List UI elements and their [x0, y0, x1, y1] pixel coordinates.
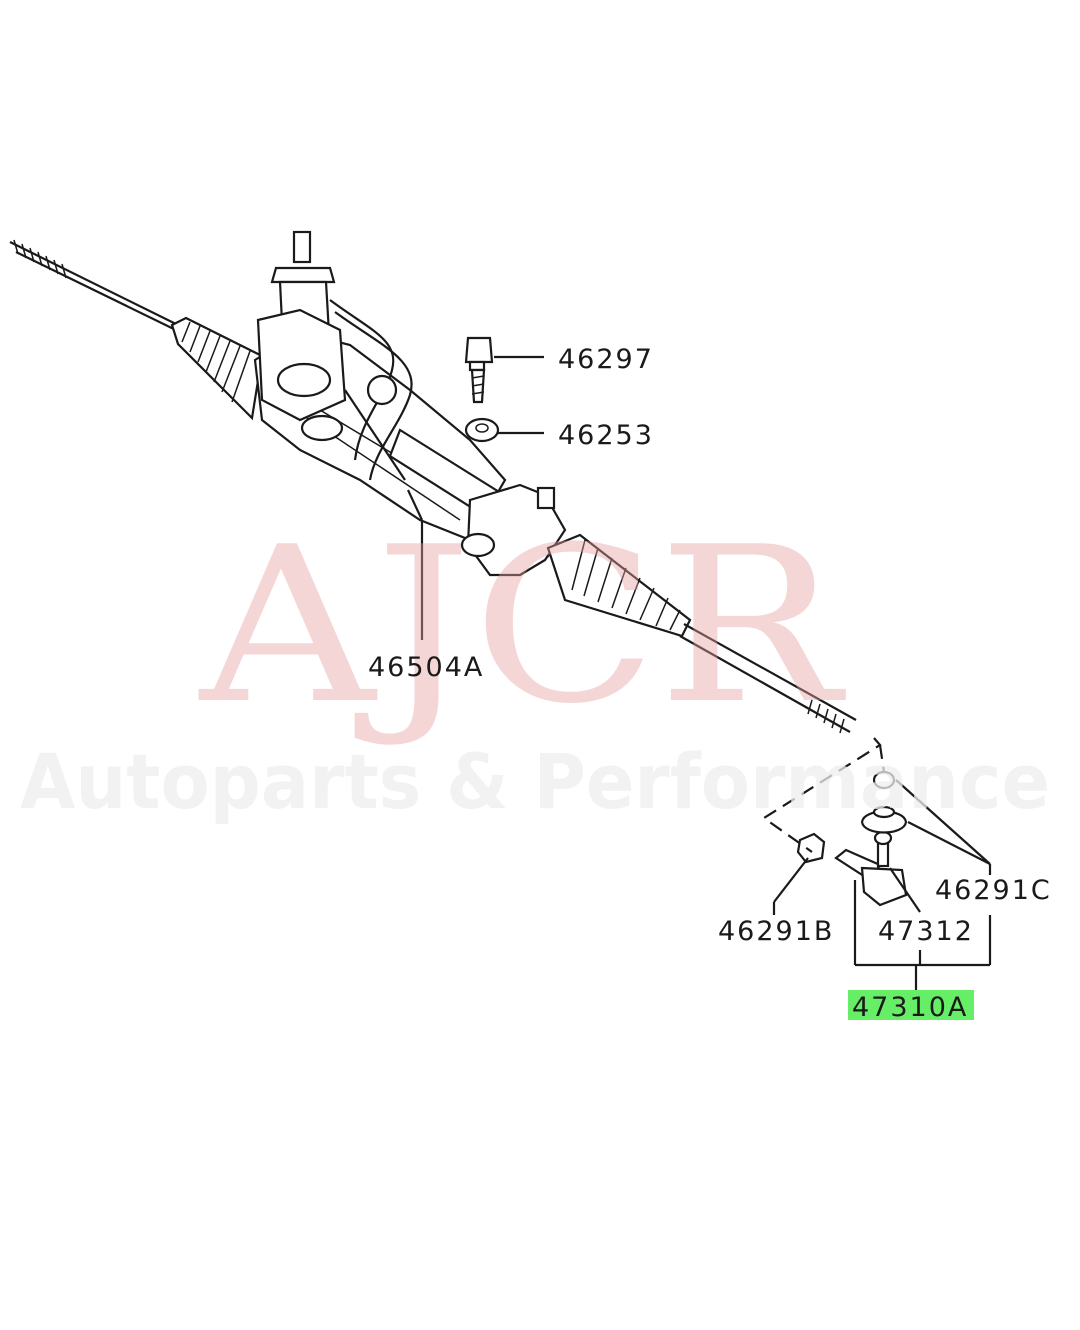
watermark: AJCR Autoparts & Performance	[20, 500, 1050, 826]
bolt-part	[464, 336, 494, 404]
pinion-valve-housing	[256, 230, 347, 442]
rack-mounting-bracket	[460, 483, 567, 577]
part-label-46291B[interactable]: 46291B	[718, 916, 834, 947]
part-label-46291C[interactable]: 46291C	[935, 875, 1052, 906]
part-label-47310A[interactable]: 47310A	[852, 992, 968, 1023]
right-boot	[546, 533, 692, 638]
watermark-brand: AJCR	[198, 500, 847, 751]
part-label-46297[interactable]: 46297	[558, 344, 654, 375]
hydraulic-lines	[329, 299, 413, 481]
washer-part	[464, 417, 500, 443]
steering-gear-assembly	[9, 230, 857, 734]
part-label-46253[interactable]: 46253	[558, 420, 654, 451]
tie-rod-end-assembly	[834, 830, 908, 907]
part-label-47312[interactable]: 47312	[878, 916, 974, 947]
leader-lines	[407, 355, 992, 990]
part-label-46504A[interactable]: 46504A	[368, 652, 484, 683]
left-boot	[170, 316, 264, 421]
right-tie-rod	[679, 623, 857, 734]
dust-boot-part	[860, 805, 908, 834]
watermark-tagline: Autoparts & Performance	[20, 737, 1050, 826]
highlight-47310A	[848, 990, 974, 1020]
part-labels: 46297 46253 46504A 46291C 46291B 47312 4…	[368, 344, 1052, 1023]
lock-nut-part	[796, 832, 826, 864]
left-tie-rod	[9, 239, 183, 334]
